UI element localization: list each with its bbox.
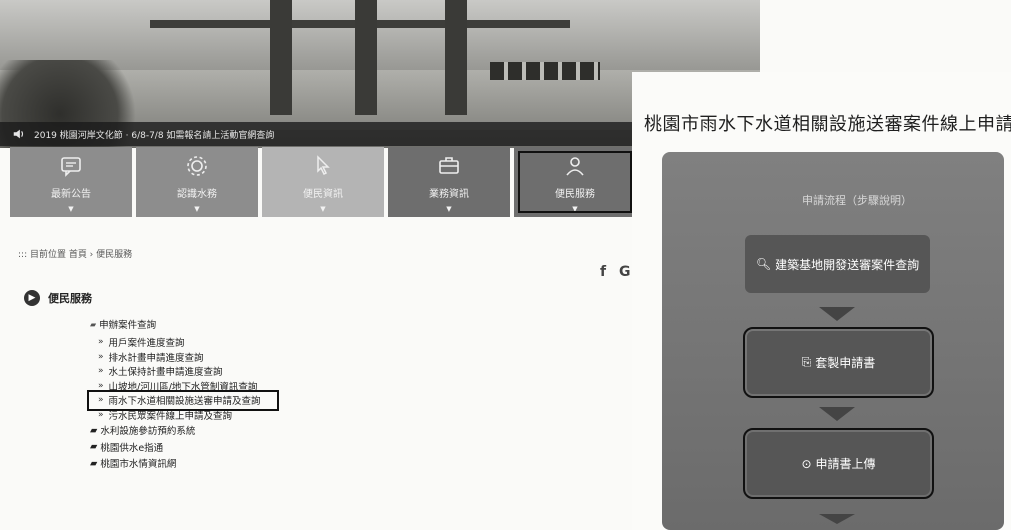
chat-bubble-icon [61,156,81,177]
tree-group[interactable]: ▰ 水利設施參訪預約系統 [90,422,276,439]
arrow-down-icon [819,514,855,524]
houses-graphic [490,62,600,80]
tree-group-label: 桃園市水情資訊網 [100,459,177,471]
double-arrow-icon: » [98,395,104,406]
document-icon: ⎘ [801,355,812,369]
double-arrow-icon: » [98,409,104,420]
double-arrow-icon: » [98,380,104,391]
step-search-button[interactable]: 🔍︎ 建築基地開發送審案件查詢 [745,235,930,293]
service-tree: ▰ 申辦案件查詢 » 用戶案件進度查詢 » 排水計畫申請進度查詢 » 水土保持計… [87,318,279,472]
tree-link-label: 用戶案件進度查詢 [108,338,185,350]
bridge-pillar [445,0,467,115]
folder-icon: ▰ [90,319,97,329]
marquee-text: 2019 桃園河岸文化節 · 6/8-7/8 如需報名請上活動官網查詢 [34,130,275,141]
menu-item-services[interactable]: 便民服務 ▼ [514,147,636,217]
section-title-text: 便民服務 [48,292,92,305]
double-arrow-icon: » [98,351,104,362]
folder-icon: ▰ [90,424,98,436]
chevron-down-icon: ▼ [68,204,74,213]
tree-link-label: 排水計畫申請進度查詢 [108,352,204,364]
tree-link-label: 山坡地/河川區/地下水管制資訊查詢 [108,381,258,393]
tree-group[interactable]: ▰ 申辦案件查詢 [90,318,276,332]
tree-link[interactable]: » 水土保持計畫申請進度查詢 [90,364,276,379]
main-menu: 最新公告 ▼ 認識水務 ▼ 便民資訊 ▼ 業務資訊 ▼ [10,147,640,217]
tree-link[interactable]: » 污水民眾案件線上申請及查詢 [90,408,276,423]
arrow-down-icon [819,307,855,321]
application-panel: 桃園市雨水下水道相關設施送審案件線上申請 申請流程（步驟說明） 🔍︎ 建築基地開… [632,72,1011,530]
play-circle-icon: ▶ [24,290,40,306]
bridge-pillar [355,0,377,115]
step-label: 申請書上傳 [815,457,876,471]
menu-label: 最新公告 [51,188,91,200]
flow-caption: 申請流程（步驟說明） [802,194,912,207]
cursor-icon [317,154,330,175]
breadcrumb[interactable]: ::: 目前位置 首頁 › 便民服務 [18,250,133,260]
chevron-down-icon: ▼ [572,204,578,213]
menu-item-info[interactable]: 便民資訊 ▼ [262,147,384,217]
folder-icon: ▰ [90,457,98,469]
folder-icon: ▰ [90,441,98,453]
tree-link[interactable]: » 山坡地/河川區/地下水管制資訊查詢 [90,379,276,394]
chevron-down-icon: ▼ [320,204,326,213]
tree-link-highlighted[interactable]: » 雨水下水道相關設施送審申請及查詢 [87,390,279,411]
speaker-icon [13,129,24,139]
bridge-pillar [270,0,292,115]
tree-link[interactable]: » 排水計畫申請進度查詢 [90,350,276,365]
step-label: 套製申請書 [815,356,876,370]
chevron-down-icon: ▼ [194,204,200,213]
gear-icon [187,155,207,176]
section-heading: ▶ 便民服務 [24,290,92,306]
double-arrow-icon: » [98,366,104,377]
tree-group-label: 水利設施參訪預約系統 [100,426,196,438]
step-upload-button[interactable]: ⊙ 申請書上傳 [743,428,934,499]
step-create-form-button[interactable]: ⎘ 套製申請書 [743,327,934,398]
menu-item-business[interactable]: 業務資訊 ▼ [388,147,510,217]
search-icon: 🔍︎ [755,257,772,271]
menu-item-about[interactable]: 認識水務 ▼ [136,147,258,217]
tree-group[interactable]: ▰ 桃園供水e指通 [90,439,276,456]
tree-link-label: 水土保持計畫申請進度查詢 [108,367,223,379]
menu-label: 便民資訊 [303,188,343,200]
upload-icon: ⊙ [801,456,812,471]
tree-link-label: 雨水下水道相關設施送審申請及查詢 [108,396,261,408]
social-share-icons[interactable]: f G [600,264,635,280]
menu-label: 業務資訊 [429,188,469,200]
tree-link-label: 污水民眾案件線上申請及查詢 [108,410,233,422]
menu-item-news[interactable]: 最新公告 ▼ [10,147,132,217]
flow-card: 申請流程（步驟說明） 🔍︎ 建築基地開發送審案件查詢 ⎘ 套製申請書 ⊙ 申請書… [662,152,1004,530]
step-label: 建築基地開發送審案件查詢 [775,257,920,272]
person-icon [566,156,584,176]
tree-link[interactable]: » 用戶案件進度查詢 [90,335,276,350]
arrow-down-icon [819,407,855,421]
briefcase-icon [439,156,459,174]
tree-group-label: 桃園供水e指通 [100,442,164,454]
tree-group[interactable]: ▰ 桃園市水情資訊網 [90,455,276,472]
menu-label: 認識水務 [177,188,217,200]
tree-group-label: 申辦案件查詢 [99,320,157,331]
chevron-down-icon: ▼ [446,204,452,213]
double-arrow-icon: » [98,337,104,348]
panel-title: 桃園市雨水下水道相關設施送審案件線上申請 [644,114,1011,135]
menu-label: 便民服務 [555,188,595,200]
